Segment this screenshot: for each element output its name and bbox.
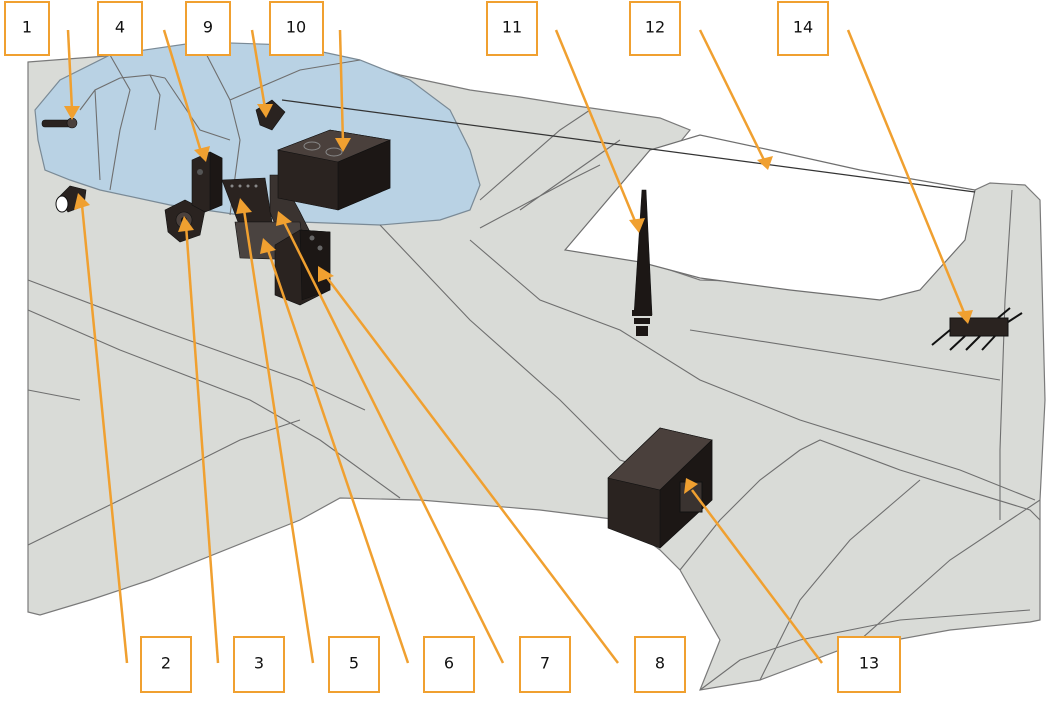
- callout-2: 2: [140, 636, 192, 693]
- callout-3: 3: [233, 636, 285, 693]
- callout-8-label: 8: [655, 654, 665, 673]
- callout-1-label: 1: [22, 18, 32, 37]
- callout-12-label: 12: [645, 18, 665, 37]
- tail-antenna-array-icon: [931, 307, 1023, 351]
- callout-4-label: 4: [115, 18, 125, 37]
- callout-5-label: 5: [349, 654, 359, 673]
- leader-12: [698, 29, 767, 163]
- antenna-mast-icon: [632, 189, 653, 336]
- callout-3-label: 3: [254, 654, 264, 673]
- leader-lines: [66, 29, 967, 664]
- callout-9-label: 9: [203, 18, 213, 37]
- callout-12: 12: [629, 1, 681, 56]
- leader-11: [554, 29, 639, 227]
- wire-antenna-icon: [281, 99, 976, 193]
- panel-lines: [27, 109, 1041, 691]
- callout-boxes: 1 4 9 10 11 12 14 2: [4, 1, 901, 693]
- leader-13: [691, 489, 823, 664]
- leader-1: [66, 29, 74, 111]
- callout-7: 7: [519, 636, 571, 693]
- leader-6: [266, 249, 410, 664]
- callout-13-label: 13: [859, 654, 879, 673]
- callout-9: 9: [185, 1, 231, 56]
- callout-11-label: 11: [502, 18, 522, 37]
- callout-2-label: 2: [161, 654, 171, 673]
- callout-1: 1: [4, 1, 50, 56]
- callout-5: 5: [328, 636, 380, 693]
- leader-4: [162, 29, 204, 156]
- leader-10: [338, 29, 345, 144]
- tall-control-box-icon: [191, 151, 223, 213]
- components: [41, 99, 1023, 549]
- callout-13: 13: [837, 636, 901, 693]
- leader-14: [846, 29, 967, 316]
- arrowheads: [64, 104, 973, 494]
- callout-8: 8: [634, 636, 686, 693]
- callout-10-label: 10: [286, 18, 306, 37]
- callout-6: 6: [423, 636, 475, 693]
- callout-10: 10: [269, 1, 324, 56]
- callout-11: 11: [486, 1, 538, 56]
- callout-14: 14: [777, 1, 829, 56]
- leader-3: [184, 224, 220, 664]
- leader-9: [250, 29, 267, 109]
- callout-14-label: 14: [793, 18, 813, 37]
- canopy-frame: [79, 41, 361, 216]
- large-avionics-box-icon: [276, 129, 392, 211]
- leader-5: [242, 209, 315, 664]
- leader-2: [80, 204, 129, 664]
- leader-7: [282, 221, 505, 664]
- cutout-area: [563, 134, 976, 301]
- callout-6-label: 6: [444, 654, 454, 673]
- leader-8: [324, 274, 619, 664]
- callout-7-label: 7: [540, 654, 550, 673]
- pitot-probe-icon: [41, 117, 78, 129]
- callout-4: 4: [97, 1, 143, 56]
